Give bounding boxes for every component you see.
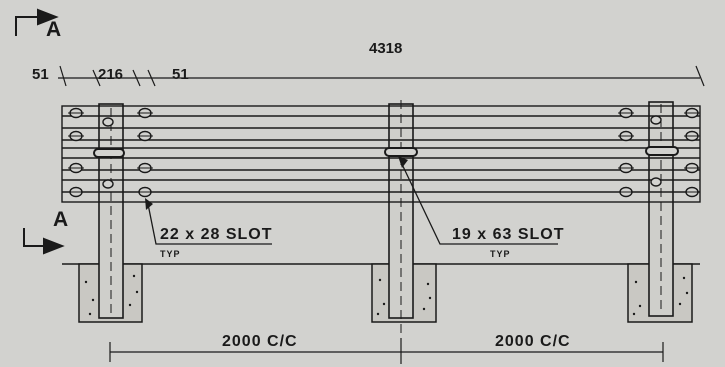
section-marker-top-label: A (46, 18, 62, 41)
top-dim-tick-left (59, 65, 67, 87)
rail-beam (61, 105, 701, 203)
section-markers (15, 8, 65, 255)
overall-length-label: 4318 (369, 40, 403, 57)
leader-arrowheads (145, 156, 408, 210)
section-marker-bottom-label: A (53, 208, 69, 231)
top-dim-tick-post-right (132, 69, 141, 87)
spacing-right-label: 2000 C/C (495, 333, 571, 350)
dimension-lines (58, 65, 705, 364)
edge-right-label: 51 (172, 66, 189, 83)
edge-left-label: 51 (32, 66, 49, 83)
leader-small-slot (147, 203, 272, 245)
slot-right (645, 146, 679, 156)
slot-mid (384, 147, 418, 157)
slot-left (93, 148, 125, 158)
leader-large-slot (399, 159, 558, 245)
section-marker-bottom-line (23, 228, 48, 247)
small-slot-typ-note: TYP (160, 249, 181, 259)
bolt-hole-crosshairs (68, 112, 700, 193)
footing-aggregate (84, 274, 689, 316)
section-marker-top-line (15, 16, 42, 36)
rail-outline (61, 105, 701, 203)
section-marker-bottom-arrow (43, 237, 65, 255)
large-slot-callout: 19 x 63 SLOT (452, 226, 565, 243)
post-centerlines (110, 100, 662, 340)
large-slot-typ-note: TYP (490, 249, 511, 259)
small-slot-callout: 22 x 28 SLOT (160, 226, 273, 243)
post-width-label: 216 (98, 66, 124, 83)
section-marker-top-arrow (37, 8, 59, 26)
spacing-left-label: 2000 C/C (222, 333, 298, 350)
top-dim-tick-right (695, 65, 705, 87)
footings (78, 263, 693, 323)
top-dim-tick-post-left (92, 69, 101, 87)
post-bolts (102, 115, 662, 189)
post-slots (93, 146, 679, 158)
bolt-holes (69, 107, 699, 198)
top-dim-tick-edge (147, 69, 156, 87)
leader-lines (147, 159, 558, 245)
